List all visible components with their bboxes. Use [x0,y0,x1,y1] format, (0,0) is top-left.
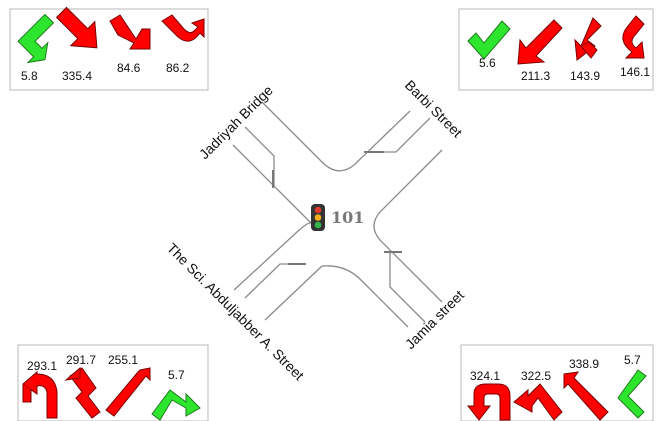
red-left-turn-icon [513,383,563,421]
road-edge-se-inner [321,265,409,328]
red-u-turn-icon [22,370,58,419]
street-label-top-right: Barbi Street [402,77,466,141]
road-edge-ne-inner [353,110,411,166]
value-tr-2: 143.9 [570,69,600,83]
road-edge-nw-inner [261,101,355,172]
red-left-turn-icon [64,366,101,419]
value-br-2: 338.9 [569,357,599,371]
street-label-top-left: Jadriyah Bridge [196,82,276,162]
lane-mark-sw [244,263,306,299]
lane-mark-se [389,252,426,323]
red-u-turn-icon [466,383,511,421]
road-edge-ne-outer [379,149,443,213]
red-straight-icon [563,371,609,421]
value-bl-3: 5.7 [168,368,185,382]
red-u-turn-icon [622,15,645,59]
roads [232,101,443,328]
green-right-turn-icon [17,13,55,64]
red-left-turn-icon [109,14,151,50]
green-right-turn-icon [467,20,511,60]
value-br-0: 324.1 [470,369,500,383]
road-edge-sw-inner [264,265,323,321]
red-left-turn-icon [574,17,602,61]
value-tr-3: 146.1 [620,65,650,79]
panel-bottom-left: 293.1 291.7 255.1 5.7 [17,344,209,421]
value-tl-0: 5.8 [21,69,38,83]
traffic-light-icon [311,204,325,231]
value-bl-0: 293.1 [27,359,57,373]
red-straight-icon [517,19,563,65]
red-u-turn-icon [161,14,205,42]
red-straight-icon [55,6,98,49]
value-br-1: 322.5 [521,369,551,383]
value-tl-1: 335.4 [62,69,92,83]
street-label-bottom-right: Jamia street [402,287,467,352]
green-right-turn-icon [617,369,647,419]
road-edge-se-outer [373,211,443,303]
red-straight-icon [105,367,151,417]
value-tl-3: 86.2 [166,61,190,75]
value-bl-2: 255.1 [108,353,138,367]
road-edge-sw-outer [233,222,312,291]
green-right-turn-icon [151,389,201,421]
value-bl-1: 291.7 [66,353,96,367]
value-br-3: 5.7 [624,353,641,367]
panel-top-right: 5.6 211.3 143.9 146.1 [458,8,654,91]
value-tl-2: 84.6 [117,61,141,75]
panel-top-left: 5.8 335.4 84.6 86.2 [9,6,209,91]
value-tr-1: 211.3 [521,69,550,83]
value-tr-0: 5.6 [479,56,496,70]
lane-mark-nw [244,126,275,186]
panel-bottom-right: 324.1 322.5 338.9 5.7 [460,344,654,421]
intersection-id: 101 [331,208,364,227]
